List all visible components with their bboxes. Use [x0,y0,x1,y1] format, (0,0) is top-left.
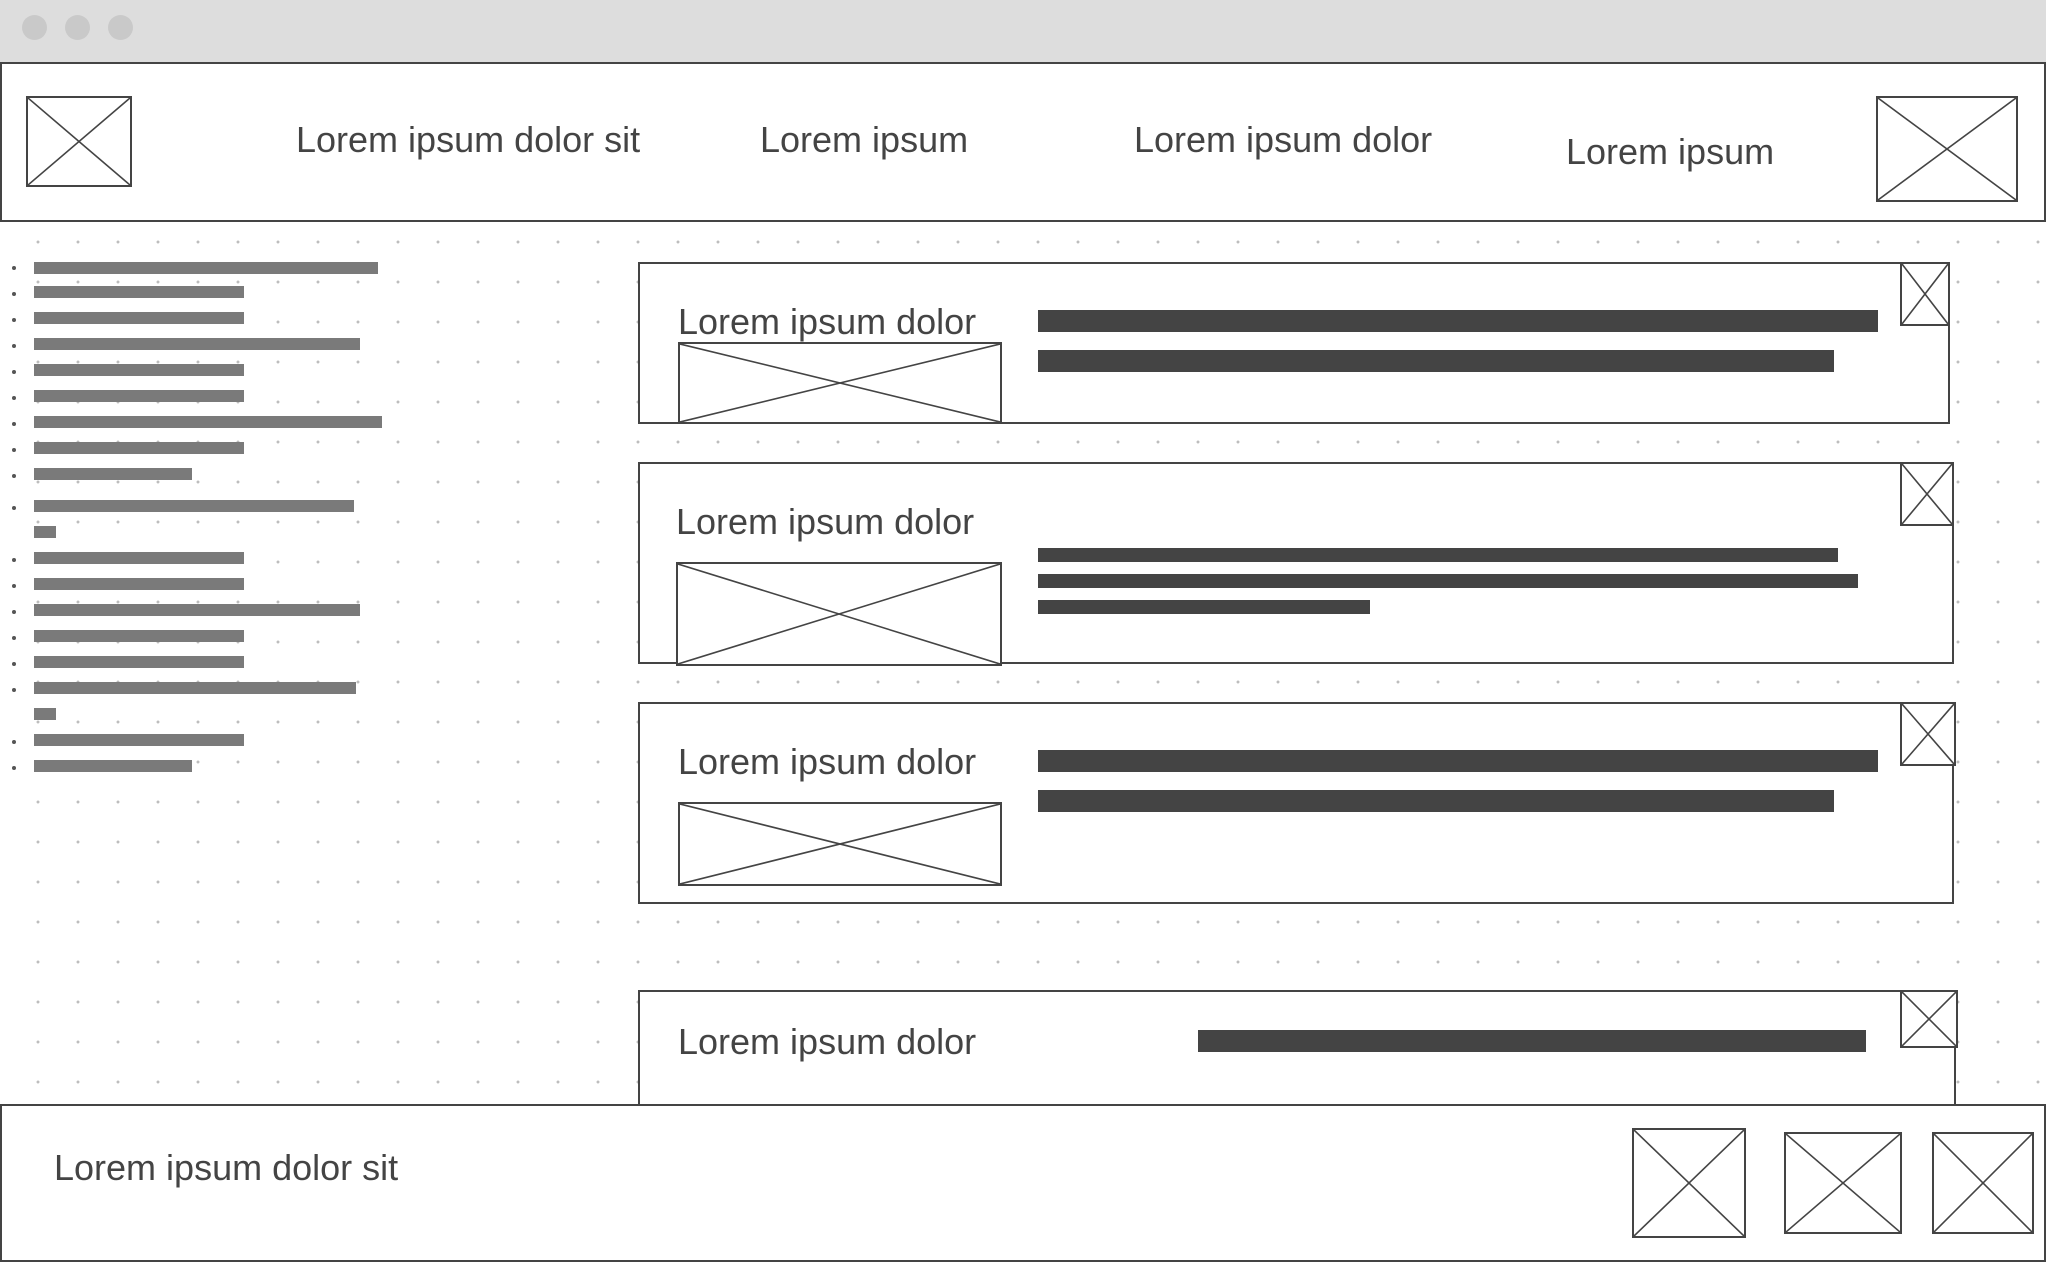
footer-image-placeholder-3[interactable] [1932,1132,2034,1234]
nav-link-3[interactable]: Lorem ipsum dolor [1134,119,1433,160]
list-item-text-placeholder[interactable] [34,364,244,376]
logo-image-placeholder[interactable] [26,96,132,187]
list-item-text-placeholder[interactable] [34,708,56,720]
list-bullet [12,396,16,400]
list-bullet [12,266,16,270]
card-close-icon[interactable] [1900,462,1954,526]
card-image-placeholder[interactable] [678,802,1002,886]
list-item-text-placeholder[interactable] [34,578,244,590]
list-item-text-placeholder[interactable] [34,526,56,538]
list-item-text-placeholder[interactable] [34,262,378,274]
list-item-text-placeholder[interactable] [34,338,360,350]
list-bullet [12,662,16,666]
card-title: Lorem ipsum dolor [676,501,975,542]
card-title: Lorem ipsum dolor [678,301,977,342]
window-maximize-dot[interactable] [108,15,133,40]
list-bullet [12,688,16,692]
nav-link-1[interactable]: Lorem ipsum dolor sit [296,119,641,160]
list-bullet [12,448,16,452]
list-item-text-placeholder[interactable] [34,416,382,428]
window-minimize-dot[interactable] [65,15,90,40]
list-item-text-placeholder[interactable] [34,390,244,402]
card-text-placeholder [1038,574,1858,588]
list-bullet [12,766,16,770]
list-bullet [12,584,16,588]
list-item-text-placeholder[interactable] [34,468,192,480]
window-titlebar [0,0,2046,63]
card-text-placeholder [1198,1030,1866,1052]
card-close-icon[interactable] [1900,990,1958,1048]
list-item-text-placeholder[interactable] [34,552,244,564]
list-bullet [12,610,16,614]
list-item-text-placeholder[interactable] [34,682,356,694]
nav-link-4[interactable]: Lorem ipsum [1566,131,1775,172]
card-text-placeholder [1038,750,1878,772]
list-bullet [12,344,16,348]
list-item-text-placeholder[interactable] [34,734,244,746]
list-item-text-placeholder[interactable] [34,312,244,324]
footer-image-placeholder-2[interactable] [1784,1132,1902,1234]
list-item-text-placeholder[interactable] [34,442,244,454]
window-close-dot[interactable] [22,15,47,40]
card-title: Lorem ipsum dolor [678,741,977,782]
card-title: Lorem ipsum dolor [678,1021,977,1062]
list-bullet [12,636,16,640]
list-item-text-placeholder[interactable] [34,760,192,772]
card-text-placeholder [1038,310,1878,332]
list-bullet [12,422,16,426]
list-bullet [12,292,16,296]
nav-link-2[interactable]: Lorem ipsum [760,119,969,160]
card-text-placeholder [1038,790,1834,812]
list-bullet [12,506,16,510]
list-item-text-placeholder[interactable] [34,500,354,512]
list-bullet [12,370,16,374]
card-image-placeholder[interactable] [678,342,1002,424]
card-text-placeholder [1038,600,1370,614]
list-bullet [12,474,16,478]
card-close-icon[interactable] [1900,262,1950,326]
list-item-text-placeholder[interactable] [34,286,244,298]
card-image-placeholder[interactable] [676,562,1002,666]
list-item-text-placeholder[interactable] [34,630,244,642]
list-item-text-placeholder[interactable] [34,604,360,616]
list-item-text-placeholder[interactable] [34,656,244,668]
header-bar [0,62,2046,222]
list-bullet [12,318,16,322]
footer-text: Lorem ipsum dolor sit [54,1147,399,1188]
card-text-placeholder [1038,350,1834,372]
footer-image-placeholder-1[interactable] [1632,1128,1746,1238]
profile-image-placeholder[interactable] [1876,96,2018,202]
card-text-placeholder [1038,548,1838,562]
list-bullet [12,558,16,562]
list-bullet [12,740,16,744]
card-close-icon[interactable] [1900,702,1956,766]
